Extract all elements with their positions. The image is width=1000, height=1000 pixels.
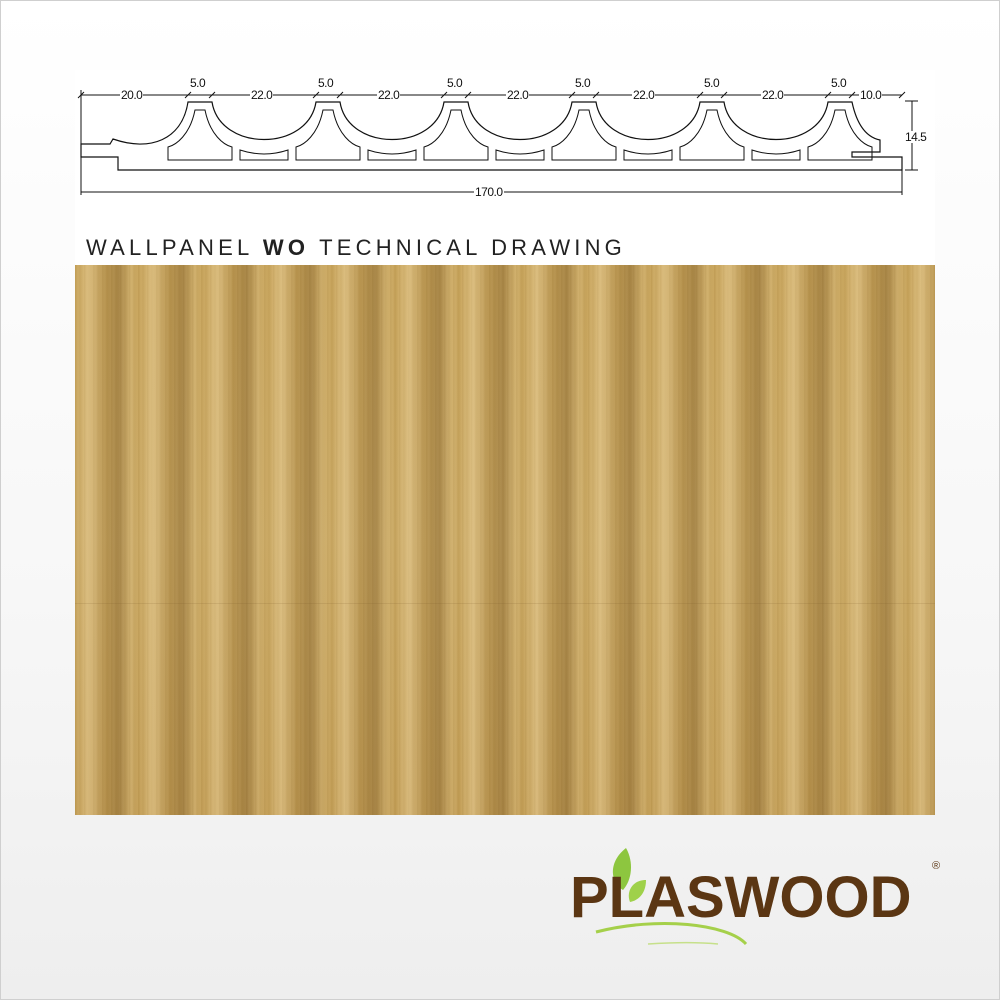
inner-cavity [239, 149, 289, 161]
total-width-label: 170.0 [474, 185, 504, 199]
dim-label: 5.0 [703, 76, 721, 90]
dim-label: 22.0 [761, 88, 785, 102]
height-label: 14.5 [904, 130, 928, 144]
dim-label: 5.0 [317, 76, 335, 90]
dim-label: 20.0 [120, 88, 144, 102]
drawing-title: WALLPANEL WO TECHNICAL DRAWING [86, 235, 626, 261]
dim-label: 22.0 [632, 88, 656, 102]
dimension-tick [440, 91, 448, 99]
leaf-icon [595, 848, 748, 946]
inner-cavity [367, 149, 417, 161]
dim-label: 10.0 [859, 88, 883, 102]
dimension-tick [312, 91, 320, 99]
dimension-tick [848, 91, 856, 99]
title-model: WO [262, 235, 310, 260]
dimension-tick [77, 91, 85, 99]
dimension-tick [592, 91, 600, 99]
inner-cavity [495, 149, 545, 161]
dim-label: 5.0 [574, 76, 592, 90]
logo-wordmark: PLASWOOD [570, 865, 912, 930]
inner-cavity [751, 149, 801, 161]
title-suffix: TECHNICAL DRAWING [319, 235, 626, 260]
title-prefix: WALLPANEL [86, 235, 253, 260]
inner-cavity [679, 109, 745, 161]
dimension-tick [568, 91, 576, 99]
dimension-tick [336, 91, 344, 99]
inner-cavity [807, 109, 873, 161]
dimension-tick [184, 91, 192, 99]
dim-label: 22.0 [377, 88, 401, 102]
dimension-tick [464, 91, 472, 99]
panel-seam [75, 603, 935, 604]
panel-profile-drawing [77, 90, 918, 195]
dim-label: 5.0 [830, 76, 848, 90]
inner-cavity [295, 109, 361, 161]
plaswood-logo: PLASWOOD ® [568, 840, 968, 950]
dim-label: 22.0 [250, 88, 274, 102]
inner-cavity [423, 109, 489, 161]
dimension-tick [208, 91, 216, 99]
dim-label: 5.0 [446, 76, 464, 90]
dim-label: 22.0 [506, 88, 530, 102]
dimension-tick [696, 91, 704, 99]
inner-cavity [167, 109, 233, 161]
profile-outline [80, 101, 903, 171]
dim-label: 5.0 [189, 76, 207, 90]
technical-drawing: 20.0 5.0 22.0 5.0 22.0 5.0 22.0 5.0 22.0… [75, 70, 935, 265]
inner-cavity [623, 149, 673, 161]
wood-panel-photo [75, 265, 935, 815]
dimension-tick [898, 91, 906, 99]
dimension-tick [824, 91, 832, 99]
inner-cavity [551, 109, 617, 161]
dimension-tick [720, 91, 728, 99]
registered-mark: ® [932, 860, 941, 872]
